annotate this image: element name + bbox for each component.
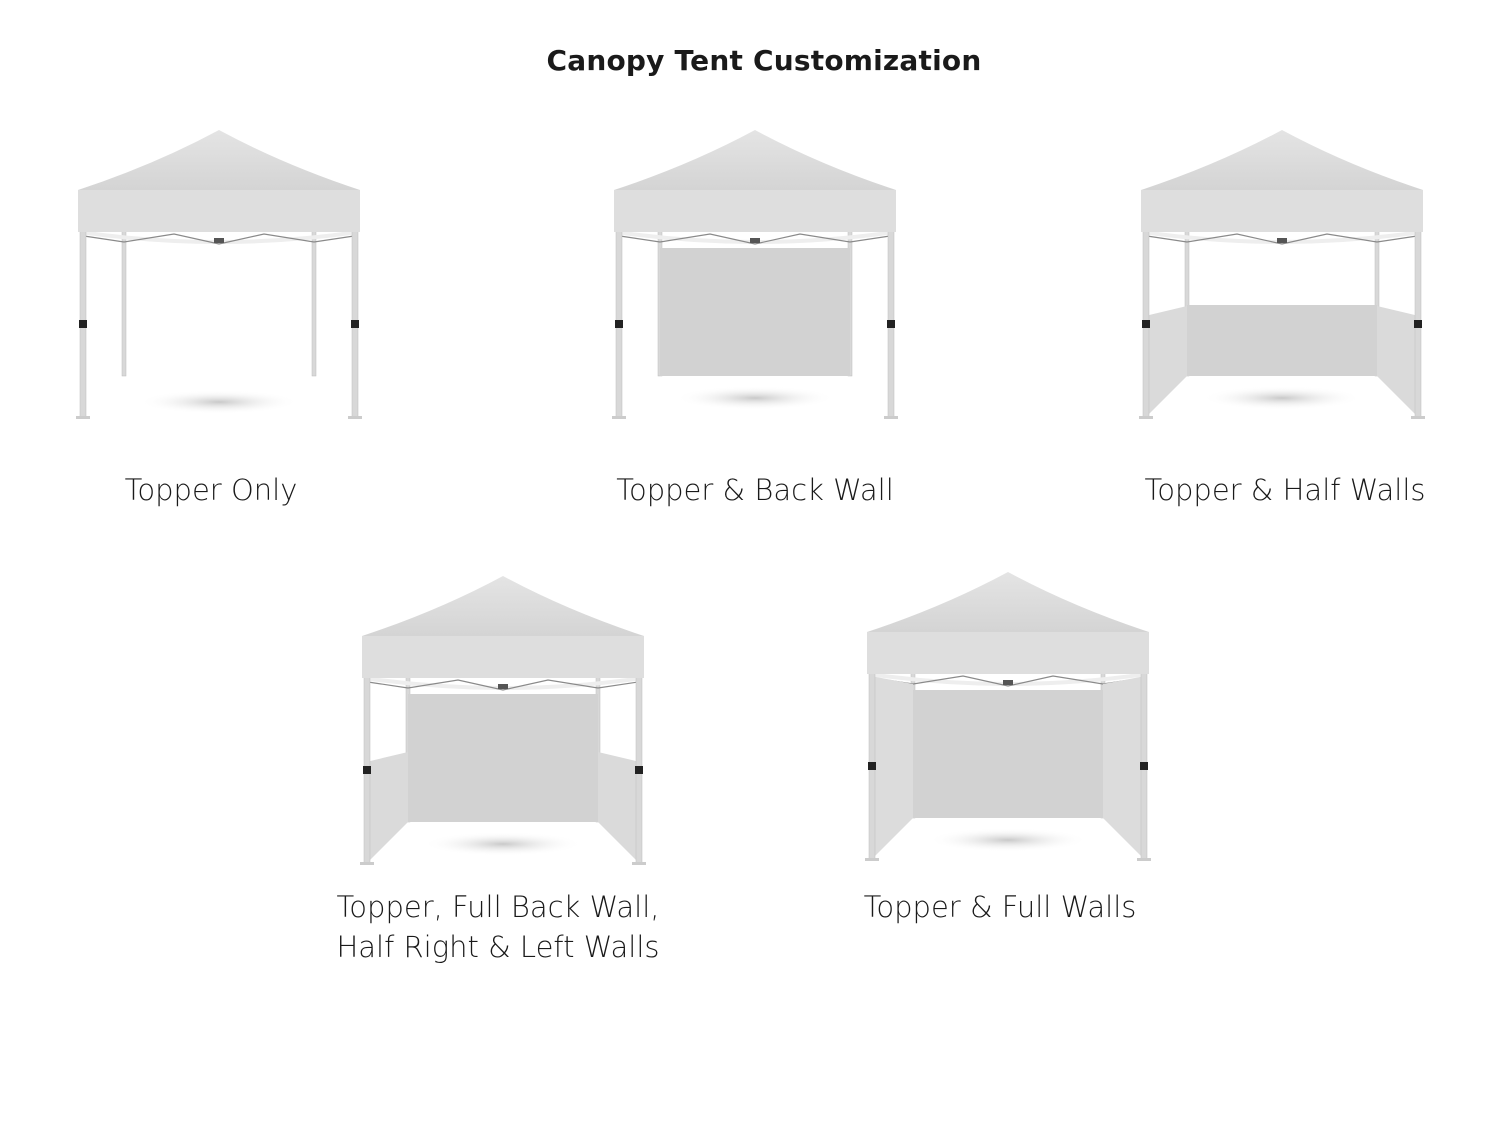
pole-lock [351,320,359,328]
canopy-underside [80,230,358,244]
foot-plate [612,416,626,419]
canopy-roof [1141,130,1423,190]
option-label-topper-only: Topper Only [124,473,298,507]
option-label-topper-half-walls: Topper & Half Walls [1144,473,1426,507]
truss-bracket [498,684,508,689]
ground-shadow [1202,386,1362,410]
ground-shadow [423,832,583,856]
truss-frame [83,233,355,245]
canopy-underside [1143,230,1421,244]
back-wall [913,690,1103,818]
truss-frame [1146,233,1418,245]
canopy-roof [614,130,896,190]
tent-topper-full-walls [865,572,1151,861]
canopy-valance [362,636,644,678]
canopy-roof [867,572,1149,632]
tent-topper-full-back-half-sides [360,576,646,865]
foot-plate [884,416,898,419]
page-title: Canopy Tent Customization [546,44,982,77]
foot-plate [1139,416,1153,419]
left-half-wall [366,752,408,864]
foot-plate [865,858,879,861]
foot-plate [360,862,374,865]
tent-topper-only [76,130,362,419]
pole-lock [79,320,87,328]
canopy-underside [869,672,1147,686]
pole-lock [1142,320,1150,328]
ground-shadow [928,828,1088,852]
left-full-wall [871,676,913,860]
pole-lock [635,766,643,774]
back-wall [408,694,598,822]
ground-shadow [139,390,299,414]
foot-plate [1411,416,1425,419]
option-label-topper-back-wall: Topper & Back Wall [616,473,894,507]
canopy-underside [364,676,642,690]
foot-plate [1137,858,1151,861]
back-half-wall [1187,305,1377,376]
pole-lock [1140,762,1148,770]
pole-lock [887,320,895,328]
option-label-full-back-half-sides-line1: Topper, Full Back Wall, [336,890,660,924]
ground-shadow [675,386,835,410]
pole-lock [363,766,371,774]
right-half-wall [598,752,640,864]
canopy-valance [1141,190,1423,232]
truss-bracket [1277,238,1287,243]
canopy-roof [362,576,644,636]
truss-bracket [214,238,224,243]
pole-lock [615,320,623,328]
canopy-valance [614,190,896,232]
back-wall [660,248,850,376]
truss-bracket [1003,680,1013,685]
truss-bracket [750,238,760,243]
foot-plate [348,416,362,419]
left-half-wall [1145,306,1187,418]
back-pole [311,229,317,377]
truss-frame [367,679,639,691]
foot-plate [632,862,646,865]
canopy-valance [867,632,1149,674]
pole-lock [1414,320,1422,328]
truss-frame [619,233,891,245]
right-half-wall [1377,306,1419,418]
pole-lock [868,762,876,770]
foot-plate [76,416,90,419]
tent-topper-back-wall [612,130,898,419]
tent-topper-half-walls [1139,130,1425,419]
canopy-roof [78,130,360,190]
back-pole [121,229,127,377]
option-label-full-back-half-sides-line2: Half Right & Left Walls [336,930,660,964]
option-label-topper-full-walls: Topper & Full Walls [863,890,1137,924]
right-full-wall [1103,676,1145,860]
canopy-underside [616,230,894,244]
canopy-valance [78,190,360,232]
